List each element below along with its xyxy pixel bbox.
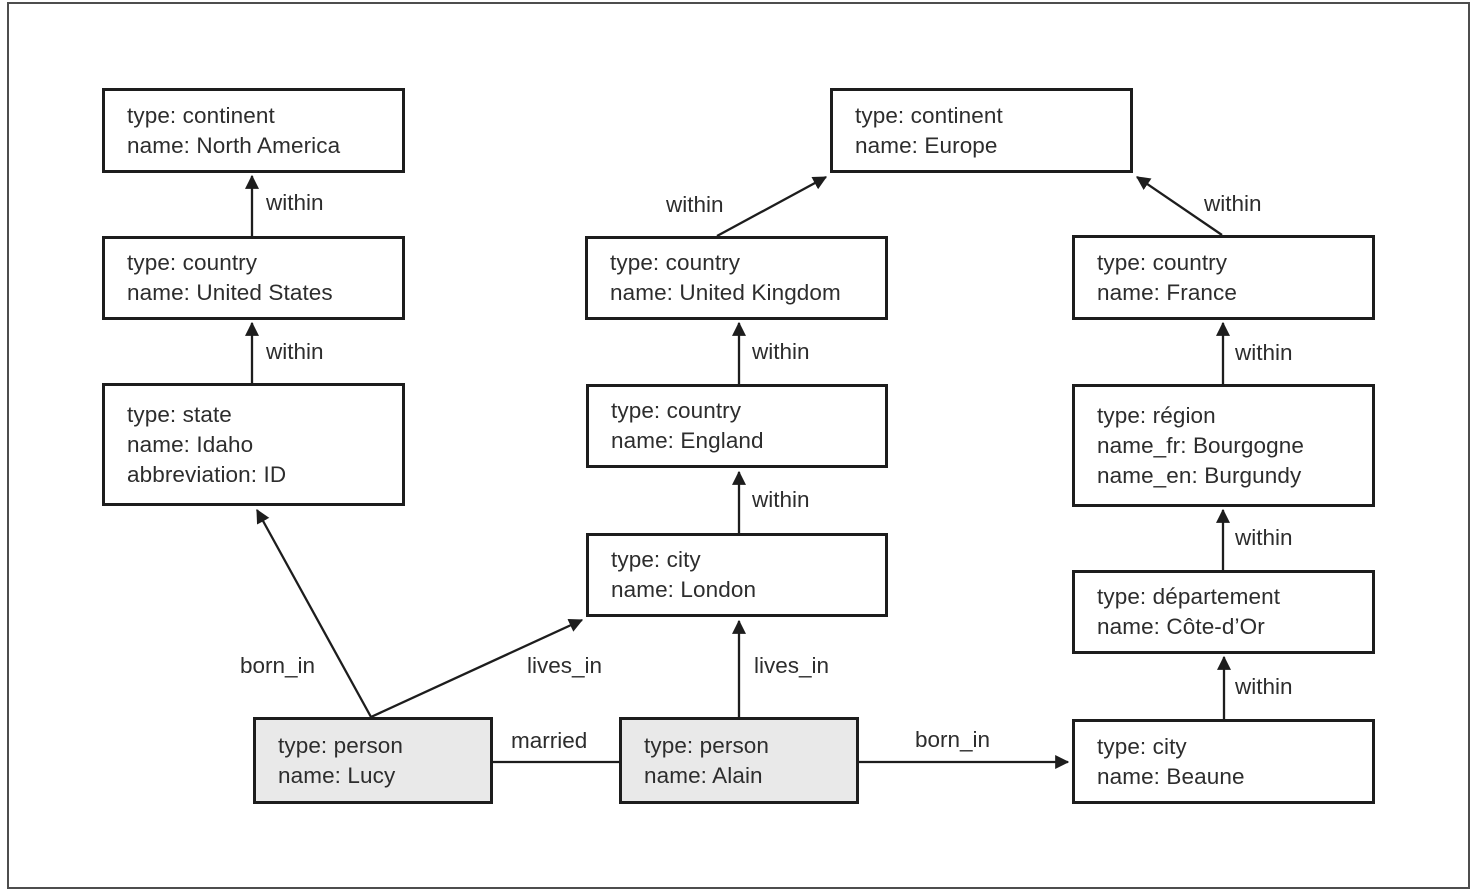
edge-lucy-to-idaho-born-in — [255, 508, 373, 718]
node-property-line: type: country — [127, 250, 258, 275]
node-property-line: name: Beaune — [1097, 763, 1245, 789]
node-property-line: type: city — [1097, 733, 1187, 759]
node-property-line: name: United States — [127, 280, 333, 305]
edge-label-born-in-alain: born_in — [915, 727, 991, 752]
node-continent-europe: type: continent name: Europe — [830, 88, 1133, 173]
edge-label-within-uk-europe: within — [666, 192, 724, 217]
edge-label-within-cotedor-bourgogne: within — [1235, 525, 1293, 550]
node-country-united-states: type: country name: United States — [102, 236, 405, 320]
node-country-united-kingdom: type: country name: United Kingdom — [585, 236, 888, 320]
node-city-london: type: city name: London — [586, 533, 888, 617]
node-city-beaune: type: city name: Beaune — [1072, 719, 1375, 804]
node-property-line: name: Europe — [855, 132, 998, 158]
edge-label-within-london-england: within — [752, 487, 810, 512]
node-property-line: name: England — [611, 428, 764, 453]
node-property-line: name: London — [611, 577, 757, 602]
node-property-line: type: city — [611, 547, 701, 572]
node-property-line: name_en: Burgundy — [1097, 462, 1302, 488]
node-property-line: name: United Kingdom — [610, 280, 841, 305]
node-property-line: name: North America — [127, 132, 341, 158]
diagram-border — [7, 2, 1470, 889]
node-property-line: name: France — [1097, 279, 1238, 305]
edge-label-within-idaho-us: within — [266, 339, 324, 364]
edge-lucy-to-london-lives-in — [370, 618, 584, 719]
edge-label-within-france-europe: within — [1204, 191, 1262, 216]
node-property-line: type: région — [1097, 402, 1216, 428]
node-property-line: type: continent — [855, 102, 1003, 128]
node-departement-cote-dor: type: département name: Côte-d’Or — [1072, 570, 1375, 654]
node-continent-north-america: type: continent name: North America — [102, 88, 405, 173]
node-country-france: type: country name: France — [1072, 235, 1375, 320]
node-property-line: name: Lucy — [278, 762, 396, 788]
edge-label-within-bourgogne-france: within — [1235, 340, 1293, 365]
node-property-line: abbreviation: ID — [127, 461, 287, 487]
node-person-alain: type: person name: Alain — [619, 717, 859, 804]
edge-label-married: married — [511, 728, 588, 753]
edge-label-within-beaune-cotedor: within — [1235, 674, 1293, 699]
node-property-line: name: Alain — [644, 762, 763, 788]
edge-label-lives-in-lucy: lives_in — [527, 653, 603, 678]
node-property-line: type: person — [644, 732, 770, 758]
edge-label-within-england-uk: within — [752, 339, 810, 364]
node-property-line: name: Côte-d’Or — [1097, 614, 1265, 639]
edge-label-within-us-na: within — [266, 190, 324, 215]
node-property-line: type: country — [611, 398, 742, 423]
node-property-line: name: Idaho — [127, 431, 254, 457]
edge-label-lives-in-alain: lives_in — [754, 653, 830, 678]
node-property-line: type: département — [1097, 584, 1281, 609]
node-person-lucy: type: person name: Lucy — [253, 717, 493, 804]
node-property-line: name_fr: Bourgogne — [1097, 432, 1304, 458]
node-property-line: type: country — [610, 250, 741, 275]
edge-label-born-in-lucy: born_in — [240, 653, 316, 678]
node-country-england: type: country name: England — [586, 384, 888, 468]
node-region-bourgogne: type: région name_fr: Bourgogne name_en:… — [1072, 384, 1375, 507]
node-property-line: type: person — [278, 732, 404, 758]
node-property-line: type: continent — [127, 102, 275, 128]
node-property-line: type: state — [127, 401, 232, 427]
edge-france-to-europe-within — [1136, 176, 1223, 236]
edge-united-kingdom-to-europe-within — [716, 175, 828, 238]
node-state-idaho: type: state name: Idaho abbreviation: ID — [102, 383, 405, 506]
node-property-line: type: country — [1097, 249, 1228, 275]
